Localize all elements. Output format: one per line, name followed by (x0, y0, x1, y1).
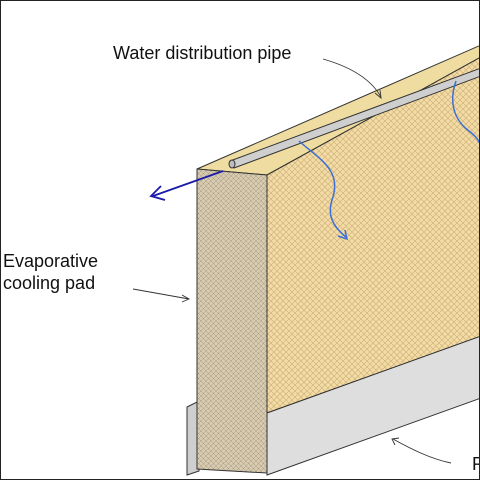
airflow-arrow (152, 170, 224, 197)
water-pipe-end (228, 159, 236, 169)
reservoir-label-leader-arrowhead (391, 437, 400, 446)
pipe-label-leader (322, 58, 382, 98)
pad-label-line-2: cooling pad (3, 273, 96, 293)
trough-end-face (186, 400, 200, 476)
pad-side-face (196, 168, 268, 474)
pad-label-leader (132, 288, 190, 300)
evaporative-cooling-pad-label: Evaporative cooling pad (3, 250, 98, 294)
water-flow-arrowhead (337, 229, 349, 241)
pad-label-line-1: Evaporative (3, 251, 99, 271)
water-flow-line (298, 140, 347, 238)
water-flow-line (452, 80, 479, 144)
trough-front-face (266, 336, 479, 476)
pipe-label-leader-arrowhead (374, 89, 382, 100)
water-distribution-pipe-label: Water distribution pipe (113, 43, 292, 63)
airflow-arrowhead (149, 185, 166, 201)
reservoir-label: R (472, 453, 479, 475)
reservoir-label-leader (392, 438, 452, 464)
pad-label-leader-arrowhead (181, 294, 191, 303)
